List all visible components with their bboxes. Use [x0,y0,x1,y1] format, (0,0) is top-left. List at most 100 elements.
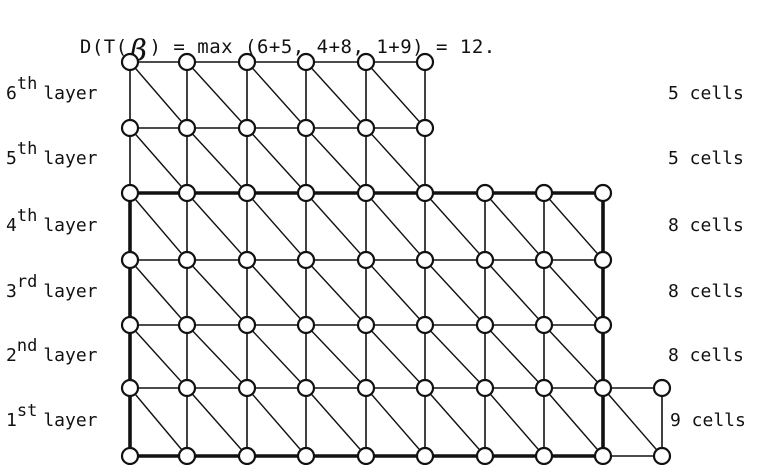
grid-edge-diagonal [365,192,426,261]
grid-node [534,315,554,335]
grid-node [120,118,140,138]
layer-number: 2 [6,345,17,366]
grid-edge-diagonal [484,259,545,326]
formula-suffix: ) = max (6+5, 4+8, 1+9) = 12. [149,36,496,58]
grid-node [296,52,316,72]
grid-node [534,183,554,203]
grid-node [177,183,197,203]
grid-edge-diagonal [129,324,188,389]
grid-edge-diagonal [186,192,248,261]
grid-edge-diagonal [543,259,604,326]
grid-node [120,378,140,398]
grid-edge-diagonal [305,324,367,389]
grid-node [356,183,376,203]
layer-number: 5 [6,148,17,169]
grid-node [237,250,257,270]
grid-node [237,315,257,335]
formula-prefix: D(T( [79,36,128,58]
layer-ordinal-suffix: nd [16,336,38,356]
grid-node [296,183,316,203]
grid-edge-diagonal [484,387,545,457]
grid-edge-diagonal [543,192,604,261]
grid-edge-diagonal [186,127,248,194]
grid-edge-diagonal [305,387,367,457]
grid-node [120,315,140,335]
grid-node [296,446,316,465]
cell-count-label: 5 cells [668,148,744,169]
layer-number: 3 [6,281,17,302]
layer-ordinal-suffix: st [16,401,38,421]
cell-count-label: 8 cells [668,345,744,366]
grid-edge-diagonal [365,259,426,326]
grid-edge-diagonal [246,387,307,457]
grid-node [120,250,140,270]
grid-edge-diagonal [305,61,367,129]
cell-count-label: 8 cells [668,215,744,236]
grid-node [593,315,613,335]
grid-node [415,378,435,398]
grid-node [475,250,495,270]
grid-node [356,446,376,465]
grid-node [356,250,376,270]
grid-node [177,250,197,270]
grid-node [356,315,376,335]
grid-node [415,183,435,203]
grid-edge-diagonal [365,127,426,194]
grid-node [356,378,376,398]
grid-node [593,446,613,465]
layer-word: layer [43,215,98,236]
grid-edge-diagonal [129,387,188,457]
grid-node [177,118,197,138]
grid-edge-diagonal [602,387,663,457]
layer-ordinal-suffix: th [16,206,38,226]
layer-word: layer [43,410,98,431]
grid-edge-diagonal [484,192,545,261]
grid-edge-diagonal [305,192,367,261]
grid-node [534,250,554,270]
grid-node [415,250,435,270]
layer-word: layer [43,345,98,366]
grid-edge-diagonal [484,324,545,389]
grid-node [415,118,435,138]
grid-node [652,446,672,465]
layer-ordinal-suffix: rd [16,272,38,292]
grid-node [652,378,672,398]
grid-edge-diagonal [186,387,248,457]
grid-edge-diagonal [246,192,307,261]
layer-ordinal-suffix: th [16,74,38,94]
grid-node [177,315,197,335]
grid-node [177,378,197,398]
cell-count-label: 8 cells [668,281,744,302]
grid-node [237,183,257,203]
formula-text: D(T(β) = max (6+5, 4+8, 1+9) = 12. [56,4,496,69]
layer-ordinal-suffix: th [16,139,38,159]
grid-node [415,52,435,72]
grid-edge-diagonal [543,324,604,389]
grid-edge-diagonal [186,324,248,389]
grid-node [296,250,316,270]
grid-edge-diagonal [424,324,486,389]
layer-word: layer [43,281,98,302]
grid-edge-diagonal [246,127,307,194]
layer-number: 1 [6,410,17,431]
grid-node [475,446,495,465]
grid-edge-diagonal [129,192,188,261]
grid-node [120,52,140,72]
grid-node [237,446,257,465]
layer-number: 6 [6,83,17,104]
layer-word: layer [43,148,98,169]
grid-node [356,118,376,138]
grid-edge-diagonal [365,387,426,457]
grid-node [120,446,140,465]
grid-node [296,118,316,138]
grid-edge-diagonal [129,127,188,194]
grid-edge-diagonal [246,259,307,326]
grid-edge-diagonal [186,61,248,129]
grid-node [296,378,316,398]
